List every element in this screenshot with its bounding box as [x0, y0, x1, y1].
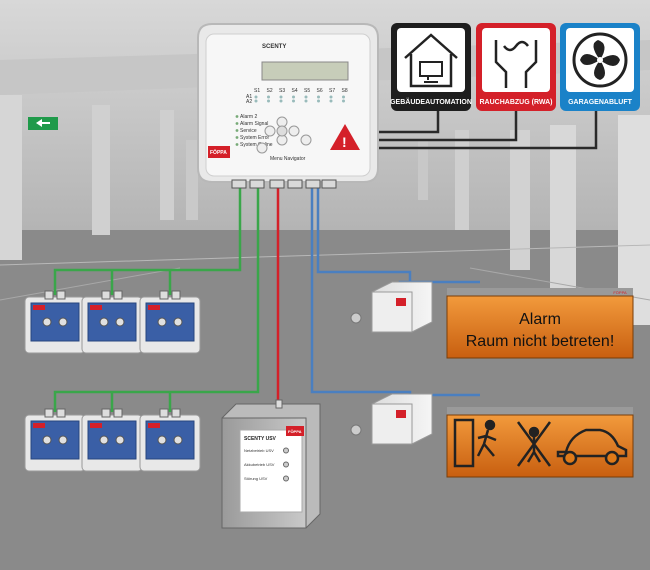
channel-label: S7 [329, 88, 335, 94]
channel-led [329, 95, 333, 99]
status-led [235, 115, 239, 118]
usv-status-led [283, 461, 289, 468]
running-person-icon [476, 419, 497, 457]
cable-glands [231, 179, 337, 189]
status-label: System Online [240, 142, 273, 148]
status-label: System Error [240, 135, 270, 141]
controller-display [261, 61, 349, 81]
usv-model: USV [266, 436, 277, 442]
black-wire-smoke [378, 110, 518, 142]
status-led [235, 143, 239, 146]
category-building: GEBÄUDEAUTOMATION [390, 23, 472, 111]
channel-led [292, 95, 295, 99]
green-wire-lower [53, 188, 260, 412]
alarm-sign: Alarm Raum nicht betreten! FÖPPA [446, 288, 634, 359]
status-led [235, 129, 239, 132]
gas-sensor [81, 290, 143, 354]
gas-sensor [24, 408, 86, 472]
usv-status-led [283, 447, 289, 454]
status-label: Service [240, 128, 257, 134]
gas-sensor [24, 290, 86, 354]
status-led [235, 122, 239, 125]
channel-led [342, 99, 345, 103]
alarm-sign-line1: Alarm [519, 311, 561, 328]
channel-led [254, 99, 258, 103]
channel-led [267, 95, 270, 99]
pictogram-sign [446, 407, 634, 478]
channel-led [279, 95, 283, 99]
channel-led [317, 99, 320, 103]
status-label: Alarm 2 [240, 114, 257, 120]
smoke-vent-icon [494, 40, 538, 88]
channel-led [317, 95, 320, 99]
channel-label: S3 [279, 88, 285, 94]
channel-led [304, 99, 308, 103]
relay-box-upper [350, 281, 433, 333]
status-led [235, 136, 239, 139]
channel-label: S8 [342, 88, 348, 94]
channel-led [304, 95, 308, 99]
usv-status-list: Netzbetrieb USV Akkubetrieb USV Störung US… [244, 447, 289, 482]
usv-status-label: Störung USV [244, 476, 268, 481]
black-wire-building [378, 110, 440, 134]
svg-text:!: ! [342, 134, 347, 150]
fan-icon [572, 32, 628, 88]
channel-led [329, 99, 333, 103]
usv-status-label: Akkubetrieb USV [244, 462, 275, 467]
sensor-group [24, 290, 201, 472]
channel-led [292, 99, 295, 103]
channel-label: S6 [317, 88, 323, 94]
svg-text:FÖPPA: FÖPPA [210, 149, 227, 156]
alarm-sign-line2: Raum nicht betreten! [466, 333, 615, 350]
usv-status-label: Netzbetrieb USV [244, 448, 274, 453]
crossed-person-icon [516, 421, 552, 467]
controller-brand: SCENTY [262, 44, 286, 50]
row-label: A1 [246, 94, 252, 100]
channel-led [254, 95, 258, 99]
channel-label: S2 [267, 88, 273, 94]
channel-led [267, 99, 270, 103]
house-computer-icon [404, 33, 458, 88]
channel-label: S4 [292, 88, 298, 94]
channel-leds [254, 95, 345, 103]
menu-navigator[interactable] [256, 116, 312, 154]
usv-unit: FÖPPA SCENTY USV Netzbetrieb USV Akkubetr… [221, 399, 321, 529]
warning-triangle-icon: ! [330, 124, 360, 150]
menu-navigator-label: Menu Navigator [270, 156, 306, 162]
svg-text:FÖPPA: FÖPPA [613, 290, 627, 295]
usv-brand: SCENTY [244, 436, 265, 442]
channel-label: S5 [304, 88, 310, 94]
channel-led [342, 95, 345, 99]
foeppa-logo [208, 146, 230, 158]
category-garage: GARAGENABLUFT [560, 23, 640, 111]
car-icon [556, 428, 628, 466]
gas-sensor [139, 290, 201, 354]
channel-label: S1 [254, 88, 260, 94]
svg-text:FÖPPA: FÖPPA [288, 429, 302, 434]
channel-led [279, 99, 283, 103]
exit-door-icon [453, 418, 475, 468]
svg-text:GARAGENABLUFT: GARAGENABLUFT [568, 99, 632, 106]
svg-text:SCENTY USV: SCENTY USV [244, 436, 277, 442]
status-label: Alarm Signal [240, 121, 268, 127]
category-smoke: RAUCHABZUG (RWA) [476, 23, 556, 111]
usv-status-led [283, 475, 289, 482]
row-label: A2 [246, 99, 252, 105]
gas-sensor [139, 408, 201, 472]
relay-box-lower [350, 393, 433, 445]
svg-text:GEBÄUDEAUTOMATION: GEBÄUDEAUTOMATION [390, 98, 472, 106]
black-wire-garage [378, 110, 598, 150]
svg-text:RAUCHABZUG (RWA): RAUCHABZUG (RWA) [480, 99, 553, 106]
green-wire-upper [53, 188, 242, 295]
gas-sensor [81, 408, 143, 472]
